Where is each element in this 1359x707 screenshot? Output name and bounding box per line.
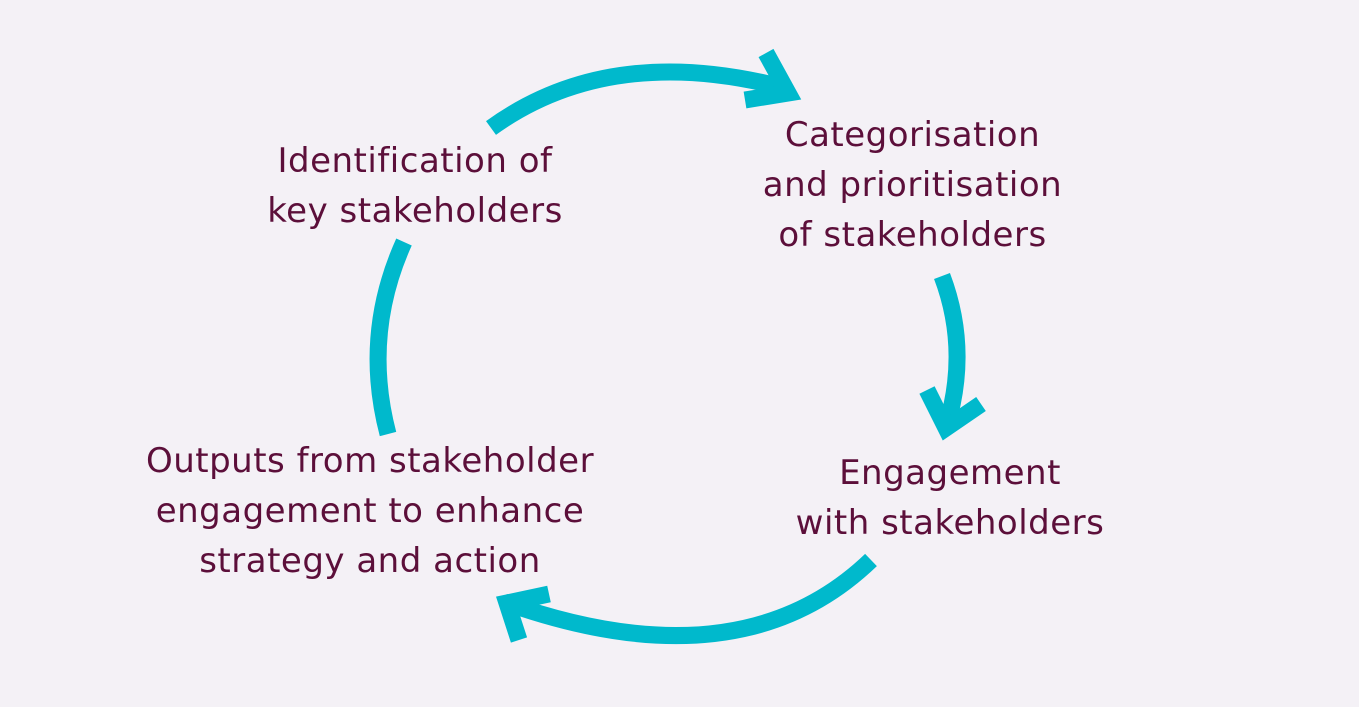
step-categorisation-line-3: of stakeholders <box>778 215 1047 255</box>
arrow-right-shaft <box>934 272 966 431</box>
step-outputs-line-1: Outputs from stakeholder <box>145 441 595 481</box>
step-categorisation-line-2: and prioritisation <box>762 165 1063 205</box>
step-engagement-line-2: with stakeholders <box>795 503 1105 543</box>
arrow-bottom <box>496 553 877 645</box>
step-categorisation-line-1: Categorisation <box>784 115 1041 155</box>
arrow-right <box>919 272 986 441</box>
step-outputs: Outputs from stakeholder engagement to e… <box>120 436 620 586</box>
arrow-left <box>369 238 412 437</box>
step-identification-line-2: key stakeholders <box>267 191 563 231</box>
arrow-head-right-icon <box>743 48 802 109</box>
step-identification: Identification of key stakeholders <box>250 136 580 236</box>
arrow-top <box>486 48 802 135</box>
arrow-head-left-icon <box>496 585 551 643</box>
step-categorisation: Categorisation and prioritisation of sta… <box>740 110 1085 260</box>
arrow-bottom-shaft <box>501 553 877 645</box>
arrow-top-shaft <box>486 63 788 135</box>
step-engagement: Engagement with stakeholders <box>780 448 1120 548</box>
step-identification-line-1: Identification of <box>277 141 553 181</box>
step-outputs-line-3: strategy and action <box>199 541 541 581</box>
arrow-left-shaft <box>369 238 412 437</box>
step-outputs-line-2: engagement to enhance <box>155 491 585 531</box>
step-engagement-line-1: Engagement <box>839 453 1061 493</box>
arrow-head-down-icon <box>919 386 986 441</box>
